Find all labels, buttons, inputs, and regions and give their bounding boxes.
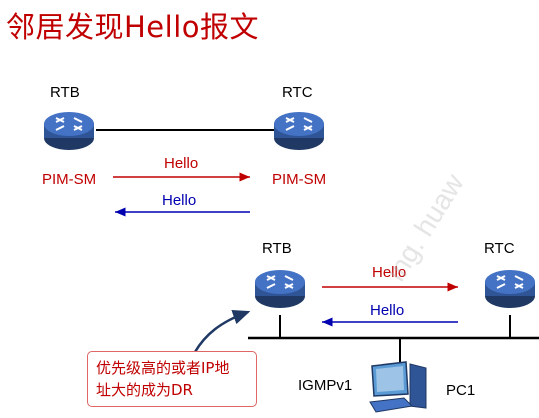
top-hello-to-rtb-label: Hello <box>162 192 197 209</box>
dr-election-callout: 优先级高的或者IP地 址大的成为DR <box>87 351 257 407</box>
top-rtb-router-icon <box>42 108 96 154</box>
bottom-rtc-router-icon <box>483 266 537 312</box>
bottom-rtb-label: RTB <box>262 240 292 257</box>
bottom-hello-to-rtb-label: Hello <box>370 302 405 319</box>
bottom-rtb-router-icon <box>253 266 307 312</box>
top-rtb-mode-label: PIM-SM <box>42 171 97 188</box>
top-rtc-label: RTC <box>282 84 313 101</box>
callout-line-1: 优先级高的或者IP地 <box>96 359 230 377</box>
pc1-label: PC1 <box>446 382 476 399</box>
top-rtb-label: RTB <box>50 84 80 101</box>
callout-pointer <box>193 309 251 353</box>
top-rtc-router-icon <box>272 108 326 154</box>
pc1-computer-icon <box>368 358 432 414</box>
bottom-rtc-label: RTC <box>484 240 515 257</box>
top-rtc-mode-label: PIM-SM <box>272 171 327 188</box>
page-title: 邻居发现Hello报文 <box>6 10 260 44</box>
top-hello-to-rtc-label: Hello <box>164 155 199 172</box>
bottom-hello-to-rtc-label: Hello <box>372 264 407 281</box>
igmp-version-label: IGMPv1 <box>298 377 353 394</box>
callout-line-2: 址大的成为DR <box>96 381 193 399</box>
